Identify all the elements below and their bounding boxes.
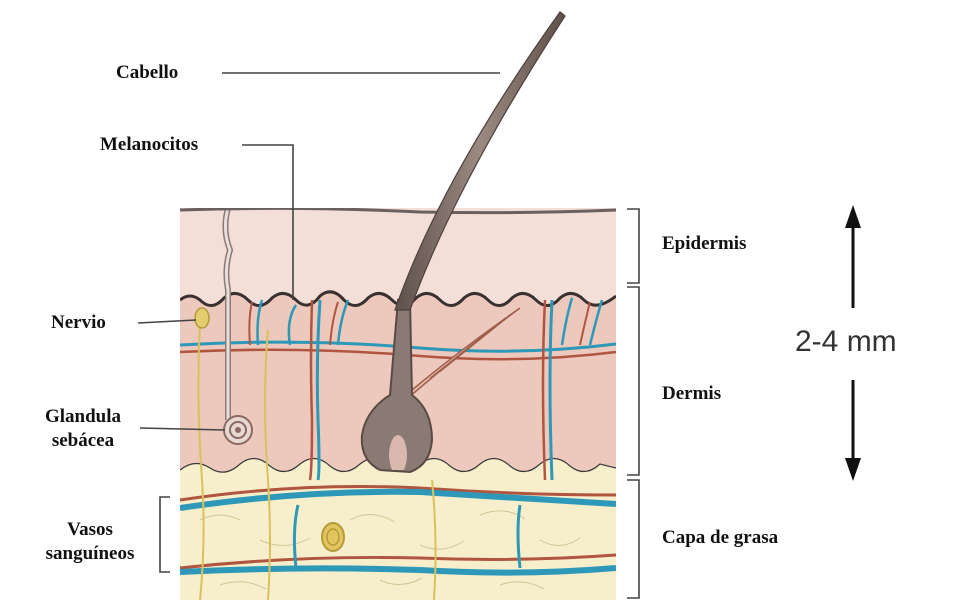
label-vasos-line2: sanguíneos xyxy=(28,542,152,566)
label-dermis: Dermis xyxy=(662,382,721,406)
label-cabello: Cabello xyxy=(116,61,178,85)
label-vasos-line1: Vasos xyxy=(28,518,152,542)
label-glandula-line1: Glandula xyxy=(28,405,138,429)
label-epidermis: Epidermis xyxy=(662,232,746,256)
epidermis-bracket xyxy=(627,209,639,283)
label-glandula: Glandula sebácea xyxy=(28,405,138,453)
fat-bracket xyxy=(627,480,639,598)
scale-label: 2-4 mm xyxy=(795,325,897,359)
label-capa-grasa: Capa de grasa xyxy=(662,526,778,550)
label-glandula-line2: sebácea xyxy=(28,429,138,453)
label-vasos: Vasos sanguíneos xyxy=(28,518,152,566)
vasos-bracket xyxy=(160,497,170,572)
label-nervio: Nervio xyxy=(51,311,106,335)
label-melanocitos: Melanocitos xyxy=(100,133,198,157)
epidermis-layer xyxy=(180,208,616,308)
dermis-bracket xyxy=(627,287,639,475)
